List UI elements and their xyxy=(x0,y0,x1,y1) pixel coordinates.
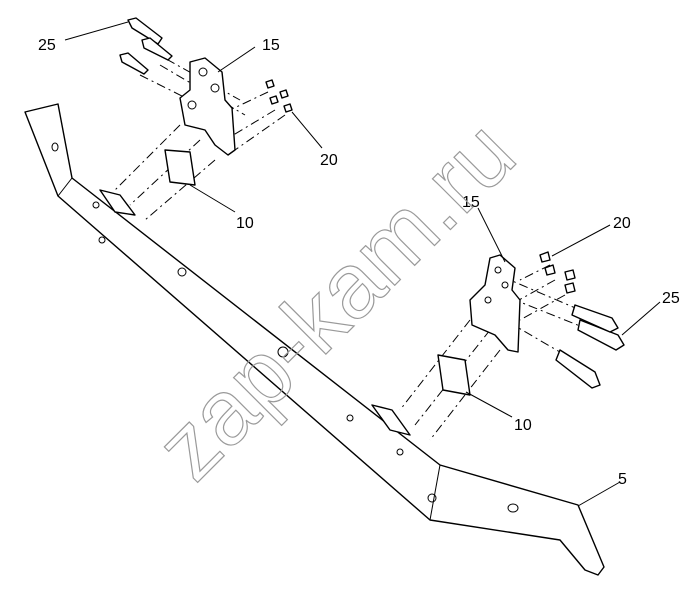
bolts-left xyxy=(119,17,293,113)
callout-15-left: 15 xyxy=(262,37,280,54)
bracket-left-part-15 xyxy=(164,57,236,186)
callout-15-right: 15 xyxy=(462,194,480,211)
callout-10-right: 10 xyxy=(514,417,532,434)
callout-5: 5 xyxy=(618,471,627,488)
callout-20-right: 20 xyxy=(613,215,631,232)
beam-part-5 xyxy=(24,103,605,576)
callout-10-left: 10 xyxy=(236,215,254,232)
callout-20-left: 20 xyxy=(320,152,338,169)
callout-25-left: 25 xyxy=(38,37,56,54)
bracket-right-part-15 xyxy=(437,254,521,396)
callout-25-right: 25 xyxy=(662,290,680,307)
leader-lines xyxy=(64,21,661,507)
bolts-right xyxy=(539,251,625,389)
